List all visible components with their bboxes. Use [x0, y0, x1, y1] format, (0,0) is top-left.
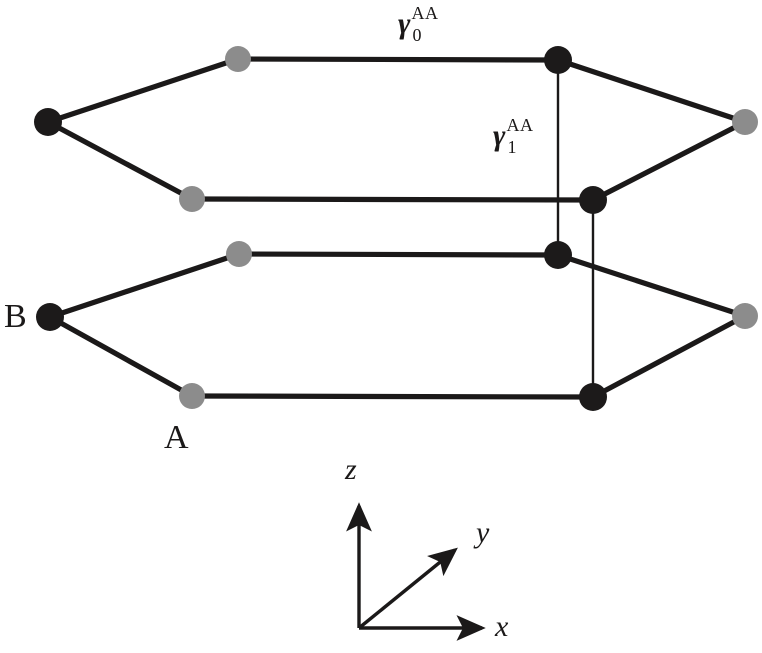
bond-l2-l3 — [236, 251, 561, 258]
gamma0-superscript: AA — [411, 3, 439, 23]
bond-l3-l4 — [555, 252, 748, 319]
bond-l1-l2 — [47, 251, 242, 320]
node-b-u3 — [544, 46, 572, 74]
interlayer-bonds — [556, 60, 595, 397]
bond-u6-u1 — [45, 119, 195, 202]
node-b-u1 — [34, 108, 62, 136]
gamma1-subscript: 1 — [507, 137, 517, 157]
node-b-u5 — [579, 186, 607, 214]
node-b-l3 — [544, 241, 572, 269]
lower-layer-bonds — [47, 251, 748, 400]
node-a-l6 — [179, 383, 205, 409]
axis-label-z: z — [345, 453, 357, 486]
bond-l6-l1 — [47, 314, 195, 399]
node-a-l4 — [732, 303, 758, 329]
axis-y-arrow — [357, 547, 458, 630]
node-b-l1 — [36, 303, 64, 331]
upper-layer-bonds — [45, 56, 748, 203]
coordinate-axes — [346, 502, 486, 641]
node-a-u4 — [732, 109, 758, 135]
node-b-l5 — [579, 383, 607, 411]
bond-u5-u6 — [189, 196, 596, 203]
bond-l5-l6 — [189, 393, 596, 400]
gamma0-subscript: 0 — [412, 25, 422, 45]
sublattice-label-a: A — [164, 419, 189, 456]
bond-u4-u5 — [590, 119, 748, 203]
lattice-nodes — [34, 46, 758, 411]
bond-l4-l5 — [590, 313, 748, 400]
gamma0-symbol: γ — [398, 6, 411, 40]
bond-u1-u2 — [45, 56, 241, 125]
sublattice-label-b: B — [4, 298, 27, 335]
axis-label-y: y — [476, 516, 490, 549]
gamma1-symbol: γ — [493, 118, 506, 152]
axis-label-x: x — [495, 610, 509, 643]
bond-u3-u4 — [555, 57, 748, 125]
node-a-u2 — [225, 46, 251, 72]
bond-u2-u3-gamma0 — [235, 56, 561, 63]
node-a-u6 — [179, 186, 205, 212]
node-a-l2 — [226, 241, 252, 267]
gamma1-superscript: AA — [506, 115, 534, 135]
